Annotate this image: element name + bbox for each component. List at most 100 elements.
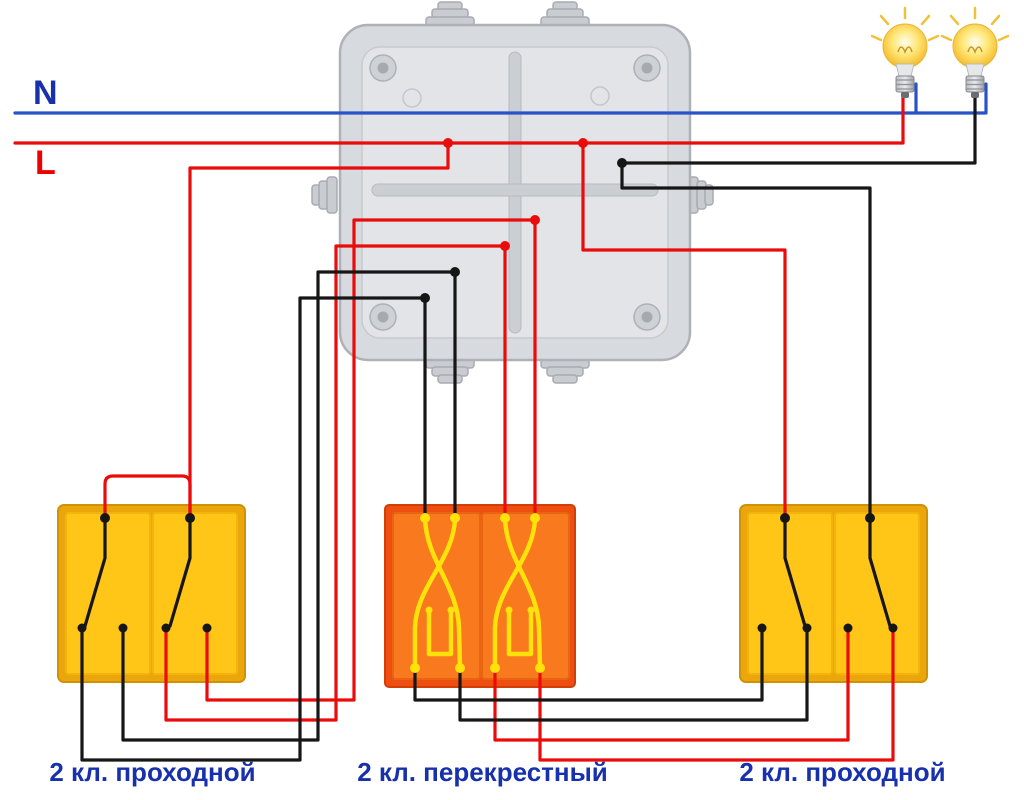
terminal-dot xyxy=(420,513,430,523)
left-switch-jumper xyxy=(103,474,192,518)
terminal-dot xyxy=(455,663,465,673)
terminal-dot xyxy=(530,513,540,523)
traveler-red-3 xyxy=(493,626,850,742)
neutral-wire-blue xyxy=(13,82,988,115)
crossover-link xyxy=(492,515,538,671)
junction-dot xyxy=(578,138,588,148)
bridge-dot xyxy=(505,606,513,614)
right-switch-rocker-2 xyxy=(834,512,920,675)
screw-head xyxy=(377,311,389,323)
gland-segment xyxy=(704,184,714,206)
terminal-dot xyxy=(450,513,460,523)
terminal-dot xyxy=(118,623,128,633)
gland-segment xyxy=(437,374,463,384)
traveler-red-1 xyxy=(164,244,507,722)
base-threads xyxy=(896,79,914,90)
crossover-bridge xyxy=(506,607,534,657)
junction-dot xyxy=(530,215,540,225)
glow-rays xyxy=(940,6,1010,42)
right-switch xyxy=(739,504,928,683)
gland-segment xyxy=(326,176,338,214)
crossover-link xyxy=(422,515,463,671)
lamp2-switched-wire xyxy=(620,161,872,520)
junction-dot xyxy=(617,158,627,168)
caption-right-switch: 2 кл. проходной xyxy=(739,757,946,787)
corner-screws xyxy=(369,54,661,331)
passthrough-contacts xyxy=(83,516,192,628)
terminal-dot xyxy=(410,663,420,673)
terminal-dot xyxy=(500,513,510,523)
bridge-dot xyxy=(527,606,535,614)
junction-box xyxy=(311,1,714,384)
passthrough-contacts xyxy=(783,516,892,628)
light-bulb-icon-1 xyxy=(870,6,940,98)
bulb-neck xyxy=(965,63,985,77)
box-post xyxy=(590,86,610,106)
bulb-filament xyxy=(897,46,913,55)
gland-segment xyxy=(552,374,578,384)
traveler-black-3 xyxy=(413,626,764,702)
junction-dots xyxy=(420,138,627,303)
crossover-link xyxy=(412,515,458,671)
traveler-red-2 xyxy=(205,218,537,702)
base-threads xyxy=(966,79,984,90)
terminal-dot xyxy=(888,623,898,633)
left-switch-rocker-2 xyxy=(152,512,238,675)
bulb-neck xyxy=(895,63,915,77)
screw-head xyxy=(377,62,389,74)
traveler-black-4 xyxy=(458,626,809,722)
caption-middle-switch: 2 кл. перекрестный xyxy=(357,757,608,787)
terminal-dot xyxy=(780,513,790,523)
terminal-dot xyxy=(865,513,875,523)
base-contact xyxy=(901,92,909,98)
middle-switch-mechanism xyxy=(410,513,545,673)
left-switch-rocker-1 xyxy=(65,512,151,675)
screw-head xyxy=(641,311,653,323)
terminal-dot xyxy=(757,623,767,633)
switched-wires-black xyxy=(80,96,977,762)
crossover-bridge xyxy=(426,607,454,657)
traveler-black-1 xyxy=(80,296,427,762)
box-post xyxy=(402,88,422,108)
base-contact xyxy=(971,92,979,98)
neutral-label: N xyxy=(33,74,58,112)
lamp1-switched-wire xyxy=(581,144,787,520)
phase-feed-to-left-switch xyxy=(188,144,450,520)
lamp2-wire xyxy=(620,96,977,165)
glow-rays xyxy=(870,6,940,42)
junction-dot xyxy=(500,241,510,251)
neutral-wire-run xyxy=(13,82,988,115)
bridge-dot xyxy=(425,606,433,614)
right-switch-rocker-1 xyxy=(747,512,833,675)
terminal-dot xyxy=(77,623,87,633)
screw-head xyxy=(641,62,653,74)
left-switch-mechanism xyxy=(77,513,212,633)
cable-glands xyxy=(311,1,714,384)
terminal-dot xyxy=(490,663,500,673)
junction-dot xyxy=(450,267,460,277)
phase-label: L xyxy=(35,144,56,182)
junction-dot xyxy=(420,293,430,303)
middle-switch-rocker-2 xyxy=(481,512,570,680)
terminal-dot xyxy=(161,623,171,633)
phase-wire-run xyxy=(13,96,905,145)
bulb-glass xyxy=(952,23,998,69)
right-switch-mechanism xyxy=(757,513,898,633)
terminal-dot xyxy=(843,623,853,633)
caption-left-switch: 2 кл. проходной xyxy=(49,757,256,787)
left-switch xyxy=(57,504,246,683)
phase-wires-red xyxy=(13,96,905,762)
terminal-dot xyxy=(202,623,212,633)
terminal-dot xyxy=(535,663,545,673)
box-rib-horizontal xyxy=(371,183,659,197)
light-bulb-icon-2 xyxy=(940,6,1010,98)
bulb-glass xyxy=(882,23,928,69)
bulb-filament xyxy=(967,46,983,55)
traveler-red-4 xyxy=(538,626,895,762)
terminal-dot xyxy=(802,623,812,633)
terminal-dot xyxy=(100,513,110,523)
terminal-dot xyxy=(185,513,195,523)
crossover-link xyxy=(502,515,543,671)
